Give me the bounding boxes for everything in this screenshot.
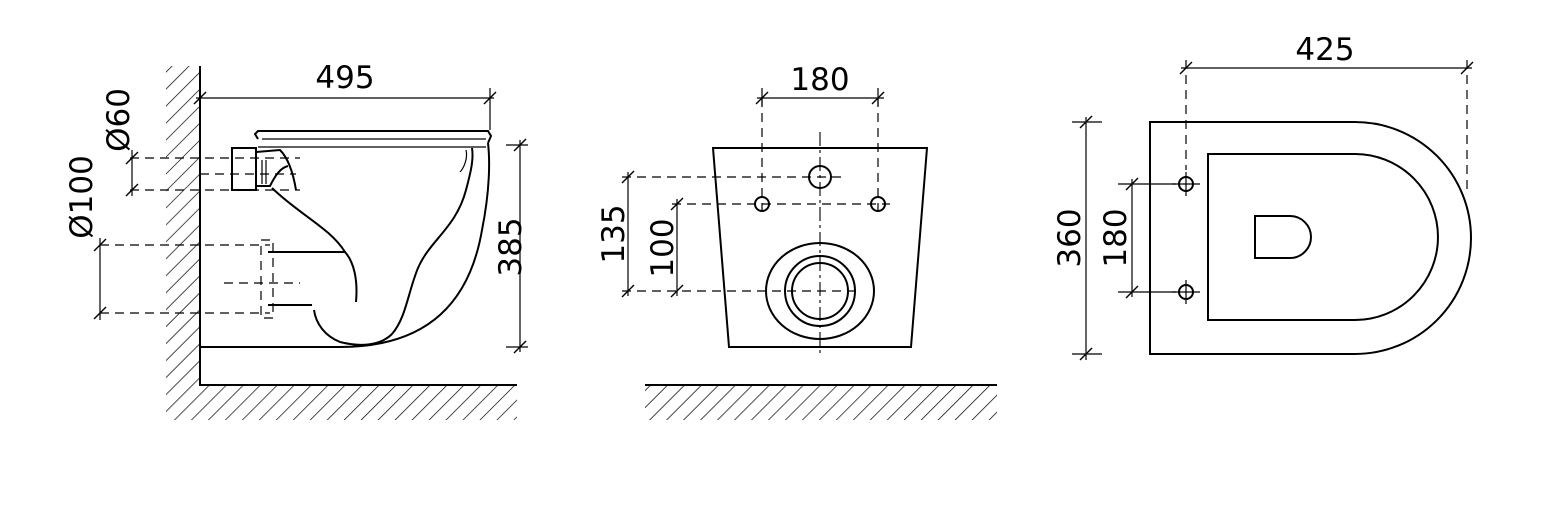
top-bolt-spacing-label: 180 [1098, 208, 1134, 267]
front-height-a-label: 135 [596, 204, 632, 263]
top-view: 425 360 180 [1052, 32, 1474, 361]
top-outer-outline [1149, 121, 1472, 355]
top-inner-rim [1207, 153, 1439, 321]
side-wall-hatch [166, 66, 517, 420]
front-body [711, 147, 929, 348]
side-width-label: 495 [315, 60, 374, 96]
side-bowl [200, 130, 493, 348]
front-view: 180 135 100 [596, 62, 997, 420]
front-floor-hatch [645, 385, 997, 420]
outlet-diameter-label: Ø100 [64, 155, 100, 239]
front-bolt-spacing-label: 180 [790, 62, 849, 98]
inlet-diameter-label: Ø60 [101, 88, 137, 152]
side-height-label: 385 [493, 217, 529, 276]
side-view: 495 385 Ø60 Ø100 [64, 60, 529, 420]
side-wall-line [199, 66, 517, 386]
top-width-label: 360 [1052, 208, 1088, 267]
top-water-surface [1254, 215, 1312, 259]
top-length-label: 425 [1295, 32, 1354, 68]
front-height-b-label: 100 [645, 218, 681, 277]
